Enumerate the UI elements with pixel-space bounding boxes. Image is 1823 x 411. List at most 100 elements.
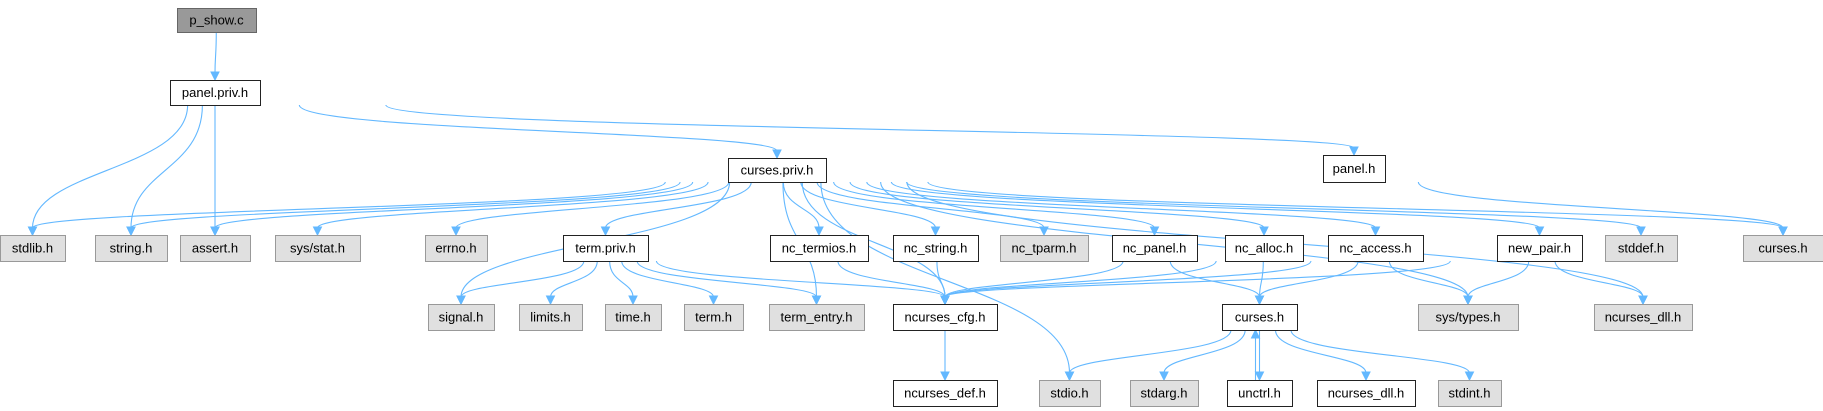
- node-label-signal_h: signal.h: [439, 310, 484, 325]
- node-label-errno_h: errno.h: [435, 241, 476, 256]
- node-label-stddef_h: stddef.h: [1618, 241, 1664, 256]
- node-label-ncurses_dll_sys: ncurses_dll.h: [1605, 310, 1682, 325]
- node-unctrl_h[interactable]: unctrl.h: [1227, 380, 1293, 407]
- node-label-term_priv: term.priv.h: [575, 241, 635, 256]
- node-box-nc_access: [1328, 235, 1424, 262]
- node-ncurses_dll_h[interactable]: ncurses_dll.h: [1317, 380, 1416, 407]
- node-term_priv[interactable]: term.priv.h: [563, 235, 649, 262]
- node-label-term_h: term.h: [695, 310, 732, 325]
- node-label-stdint_h: stdint.h: [1449, 386, 1491, 401]
- arrowhead-curses_priv-to-nc_access: [1370, 226, 1381, 237]
- edge-p_show-to-panel_priv: [214, 31, 217, 74]
- node-box-stdint_h: [1438, 380, 1502, 407]
- node-nc_termios[interactable]: nc_termios.h: [770, 235, 869, 262]
- edge-curses_priv-to-errno_h: [455, 181, 730, 229]
- node-box-p_show: [177, 8, 257, 33]
- node-label-stdio_h: stdio.h: [1050, 386, 1088, 401]
- edge-term_priv-to-limits_h: [549, 260, 598, 298]
- node-label-p_show: p_show.c: [189, 13, 244, 28]
- arrowhead-panel_h-to-curses_h_sys: [1778, 226, 1788, 237]
- node-errno_h: errno.h: [425, 235, 488, 262]
- edge-curses_priv-to-nc_panel: [833, 181, 1156, 229]
- edge-nc_panel-to-curses_h: [1169, 260, 1261, 298]
- arrowhead-curses_priv-to-term_priv: [600, 226, 611, 237]
- node-label-nc_alloc: nc_alloc.h: [1235, 241, 1294, 256]
- edge-nc_termios-to-ncurses_cfg: [837, 260, 946, 298]
- edge-nc_panel-to-ncurses_cfg: [944, 260, 1124, 298]
- node-panel_h[interactable]: panel.h: [1323, 155, 1386, 183]
- node-label-ncurses_def: ncurses_def.h: [904, 386, 986, 401]
- node-label-limits_h: limits.h: [530, 310, 570, 325]
- edge-curses_priv-to-nc_tparm: [816, 181, 1045, 229]
- graph-nodes: p_show.c panel.priv.h curses.priv.h panel.h…: [0, 8, 1823, 407]
- node-box-new_pair: [1497, 235, 1583, 262]
- edge-curses_h-to-stdio_h: [1068, 329, 1232, 374]
- node-box-time_h: [605, 304, 662, 331]
- node-box-ncurses_cfg: [893, 304, 998, 331]
- edge-new_pair-to-sys_types: [1467, 260, 1530, 298]
- node-label-nc_panel: nc_panel.h: [1123, 241, 1187, 256]
- node-stddef_h: stddef.h: [1605, 235, 1678, 262]
- node-label-ncurses_cfg: ncurses_cfg.h: [905, 310, 986, 325]
- node-label-time_h: time.h: [615, 310, 650, 325]
- arrowhead-curses_priv-to-errno_h: [451, 226, 461, 237]
- node-p_show[interactable]: p_show.c: [177, 8, 257, 33]
- node-box-nc_string: [893, 235, 979, 262]
- edge-curses_h-to-stdint_h: [1290, 329, 1471, 374]
- node-panel_priv[interactable]: panel.priv.h: [170, 80, 261, 106]
- arrowhead-curses_h-to-stdint_h: [1464, 371, 1475, 382]
- node-ncurses_dll_sys: ncurses_dll.h: [1594, 304, 1693, 331]
- node-box-nc_tparm: [1000, 235, 1089, 262]
- node-box-limits_h: [519, 304, 583, 331]
- node-label-assert_h: assert.h: [192, 241, 238, 256]
- node-label-panel_h: panel.h: [1333, 161, 1376, 176]
- edge-curses_priv-to-new_pair: [890, 181, 1541, 229]
- edge-curses_priv-to-nc_alloc: [849, 181, 1265, 229]
- node-box-nc_termios: [770, 235, 869, 262]
- edge-curses_priv-to-sys_stat: [316, 181, 709, 229]
- arrowhead-new_pair-to-sys_types: [1463, 295, 1473, 306]
- edge-term_priv-to-time_h: [609, 260, 634, 298]
- arrowhead-curses_priv-to-nc_string: [930, 226, 941, 237]
- node-label-stdlib: stdlib.h: [12, 241, 53, 256]
- node-label-sys_stat: sys/stat.h: [290, 241, 345, 256]
- node-curses_h_sys: curses.h: [1743, 235, 1823, 262]
- node-label-nc_access: nc_access.h: [1339, 241, 1411, 256]
- arrowhead-curses_priv-to-new_pair: [1534, 226, 1545, 237]
- node-box-nc_alloc: [1225, 235, 1304, 262]
- arrowhead-curses_priv-to-sys_stat: [312, 226, 323, 237]
- node-box-panel_priv: [170, 80, 261, 106]
- node-label-nc_termios: nc_termios.h: [782, 241, 856, 256]
- node-label-ncurses_dll_h: ncurses_dll.h: [1328, 386, 1405, 401]
- node-ncurses_cfg[interactable]: ncurses_cfg.h: [893, 304, 998, 331]
- node-label-curses_h_sys: curses.h: [1758, 241, 1807, 256]
- arrowhead-term_priv-to-time_h: [628, 295, 638, 306]
- edge-panel_priv-to-curses_priv: [298, 104, 778, 152]
- arrowhead-curses_priv-to-string_h: [126, 226, 136, 237]
- node-ncurses_def[interactable]: ncurses_def.h: [893, 380, 998, 407]
- arrowhead-curses_h-to-stdio_h: [1064, 371, 1075, 382]
- edge-curses_priv-to-stdlib: [31, 181, 666, 229]
- node-label-sys_types: sys/types.h: [1435, 310, 1500, 325]
- node-limits_h: limits.h: [519, 304, 583, 331]
- node-box-stdarg_h: [1130, 380, 1199, 407]
- node-box-ncurses_dll_h: [1317, 380, 1416, 407]
- arrowhead-curses_priv-to-nc_termios: [814, 226, 824, 237]
- node-nc_string[interactable]: nc_string.h: [893, 235, 979, 262]
- node-curses_h[interactable]: curses.h: [1222, 304, 1298, 331]
- arrowhead-new_pair-to-ncurses_cfg: [940, 295, 950, 306]
- node-new_pair[interactable]: new_pair.h: [1497, 235, 1583, 262]
- node-box-panel_h: [1323, 155, 1386, 183]
- arrowhead-curses_priv-to-stdlib: [27, 226, 38, 237]
- arrowhead-curses_h-to-unctrl_h: [1254, 371, 1265, 382]
- edge-curses_h-to-stdarg_h: [1163, 329, 1246, 374]
- node-nc_access[interactable]: nc_access.h: [1328, 235, 1424, 262]
- node-nc_panel[interactable]: nc_panel.h: [1112, 235, 1198, 262]
- node-curses_priv[interactable]: curses.priv.h: [728, 158, 827, 183]
- edge-panel_priv-to-stdlib: [31, 104, 189, 229]
- node-box-sys_types: [1418, 304, 1519, 331]
- node-nc_alloc[interactable]: nc_alloc.h: [1225, 235, 1304, 262]
- edge-curses_h-to-ncurses_dll_h: [1274, 329, 1367, 374]
- edge-nc_alloc-to-curses_h: [1258, 260, 1264, 298]
- graph-edges: [27, 31, 1788, 382]
